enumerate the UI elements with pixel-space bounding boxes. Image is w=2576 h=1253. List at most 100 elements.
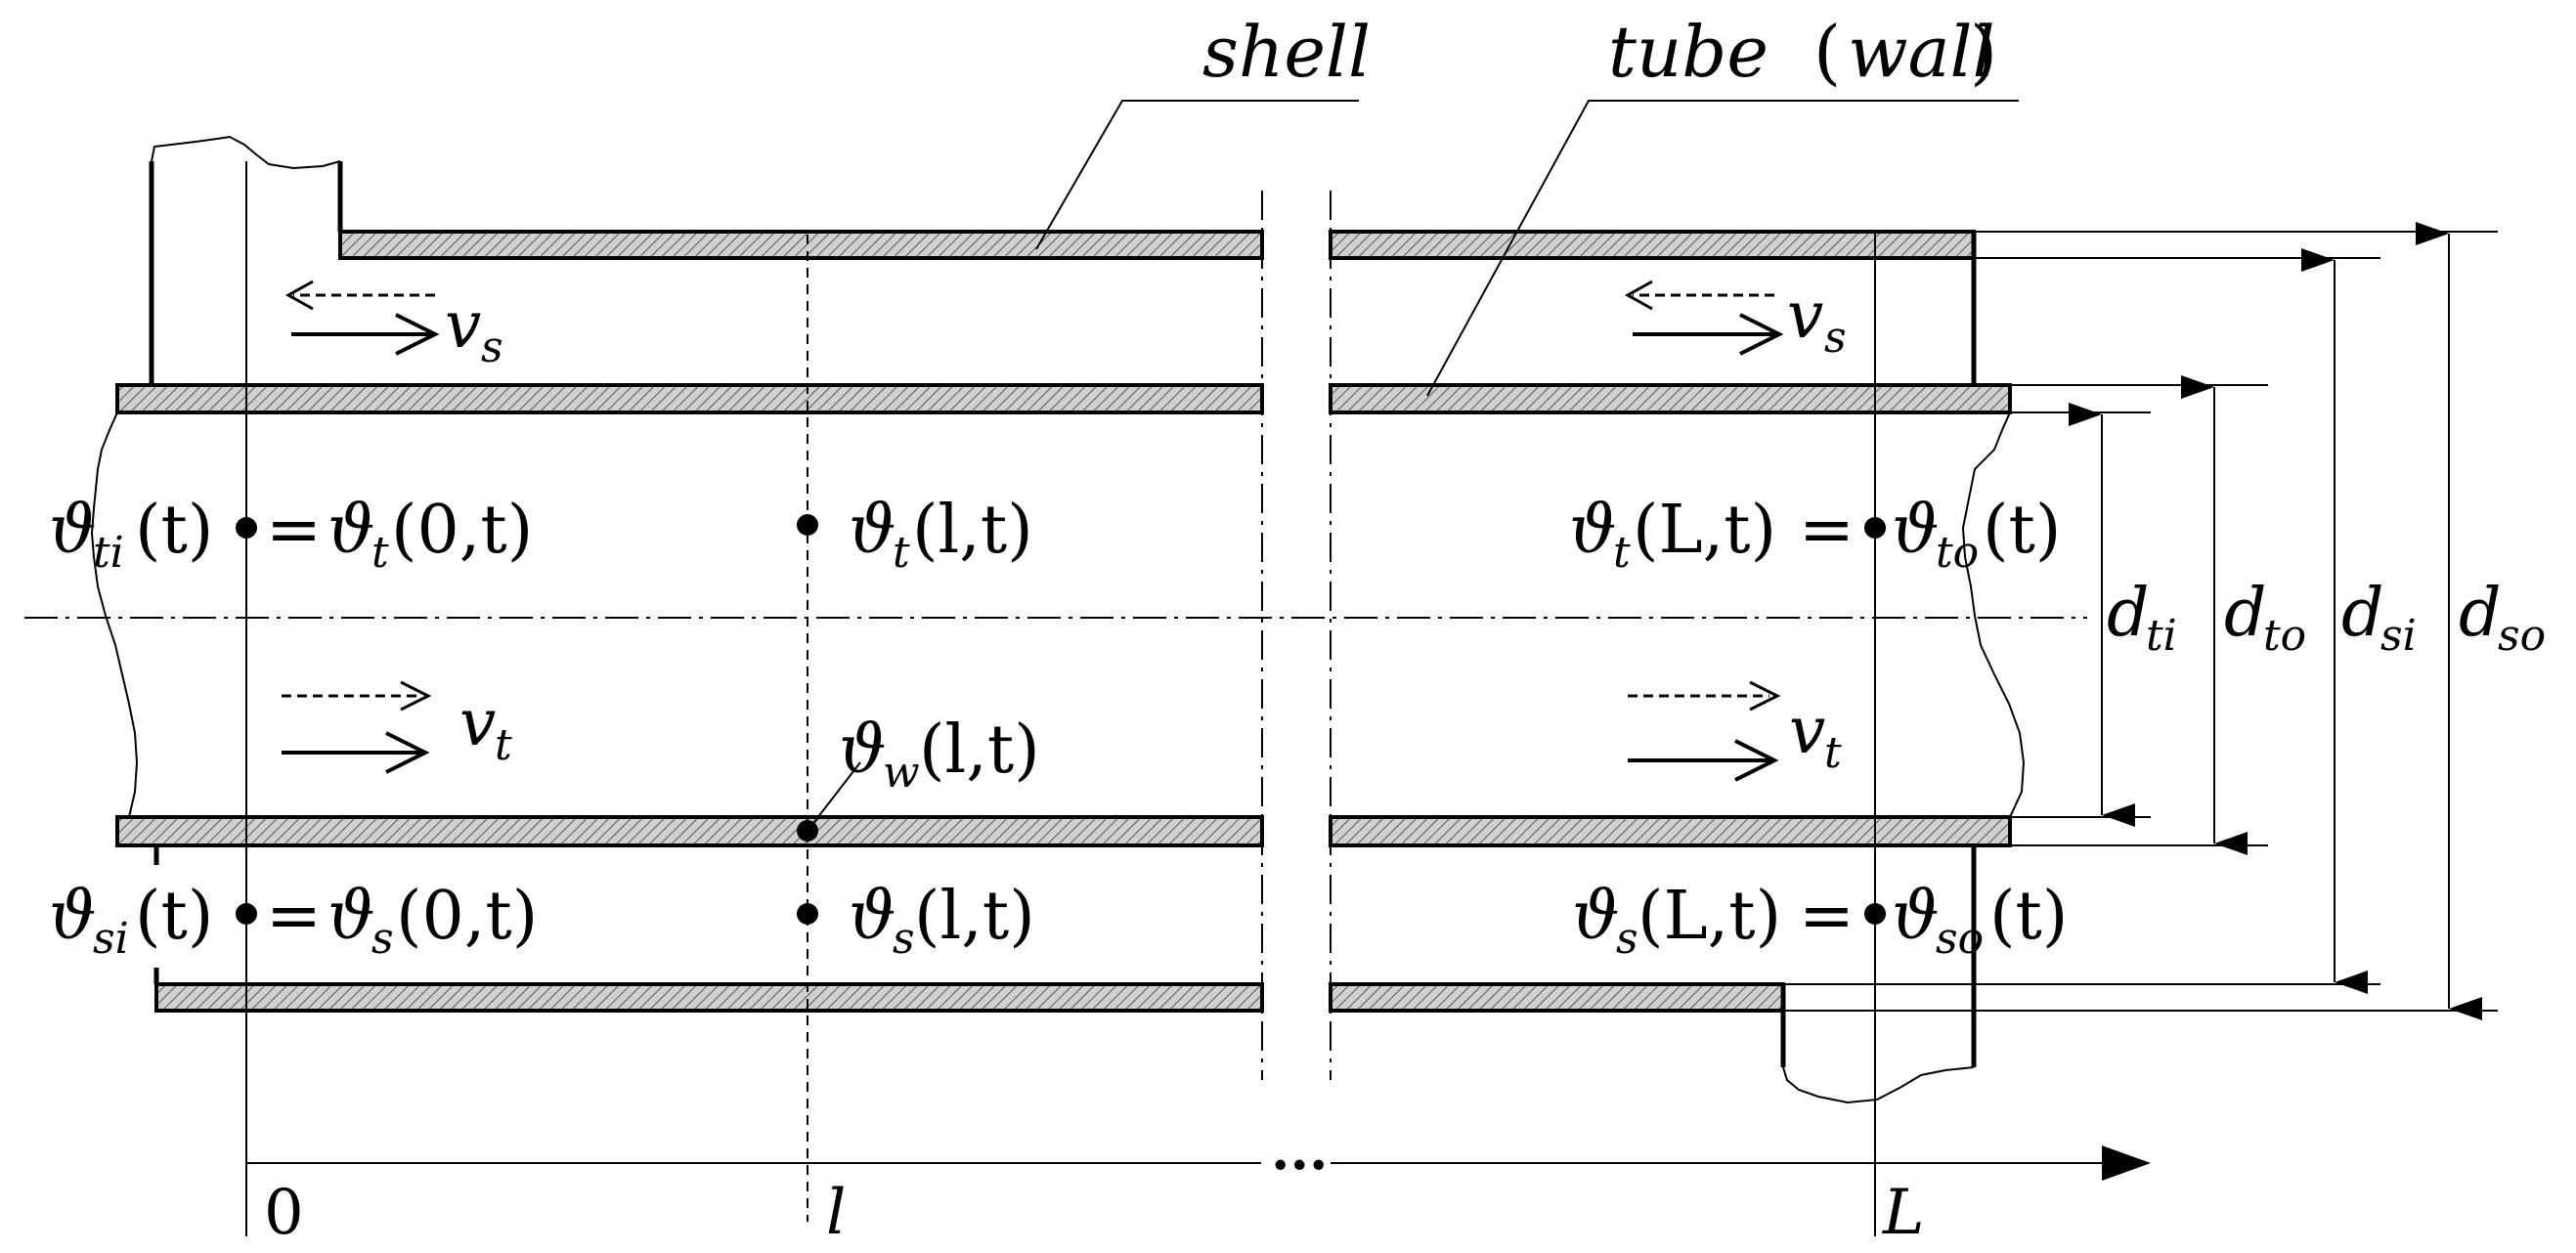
velocity-label-vs-left: v s <box>445 287 503 372</box>
svg-text:ϑ: ϑ <box>1892 878 1940 955</box>
svg-text:ϑ: ϑ <box>49 492 97 569</box>
svg-text:ϑ: ϑ <box>839 712 887 789</box>
eq-to: = <box>1799 492 1855 569</box>
tube-break-right <box>1961 411 2026 818</box>
svg-text:s: s <box>481 323 503 372</box>
svg-text:to: to <box>1936 528 1979 578</box>
svg-text:ϑ: ϑ <box>327 878 375 955</box>
shell-top-wall <box>338 230 1976 260</box>
svg-text:wall: wall <box>1848 11 1995 93</box>
svg-text:(0,t): (0,t) <box>396 878 538 955</box>
svg-text:to: to <box>2263 611 2306 661</box>
svg-text:v: v <box>1787 278 1823 353</box>
svg-text:ϑ: ϑ <box>849 492 896 569</box>
eq-si: = <box>266 878 322 955</box>
svg-text:(0,t): (0,t) <box>391 492 533 569</box>
svg-text:ti: ti <box>2146 611 2177 661</box>
svg-text:(t): (t) <box>1983 492 2061 569</box>
label-theta-so: ϑ so (t) <box>1892 878 2068 964</box>
tube-wall-label: tube ( wall ) <box>1608 11 1997 93</box>
svg-text:(t): (t) <box>1989 878 2068 955</box>
svg-text:si: si <box>2380 611 2417 661</box>
eq-so: = <box>1799 878 1855 955</box>
shell-outlet-nozzle <box>1780 232 1977 1104</box>
tube-break-left <box>90 411 139 818</box>
velocity-label-vt-right: v t <box>1789 693 1842 778</box>
tube-flow-arrows-right <box>1628 680 1781 782</box>
svg-text:w: w <box>883 748 920 798</box>
svg-text:ϑ: ϑ <box>49 878 97 955</box>
shell-bottom-wall <box>154 982 1785 1013</box>
velocity-label-vt-left: v t <box>459 685 512 770</box>
svg-text:(t): (t) <box>135 878 213 955</box>
svg-text:(L,t): (L,t) <box>1637 878 1781 955</box>
label-theta-s-l: ϑ s (l,t) <box>849 878 1035 964</box>
label-theta-t-0: ϑ t (0,t) <box>327 492 533 578</box>
tube-top-wall <box>115 383 2012 414</box>
svg-text:ti: ti <box>93 528 124 578</box>
measurement-points <box>236 514 1886 925</box>
tube-bottom-wall <box>115 815 2012 847</box>
callout-leaders <box>807 100 2019 832</box>
shell-inlet-nozzle <box>149 135 343 385</box>
dimension-d-ti: d ti <box>2069 403 2177 827</box>
axis-label-0: 0 <box>264 1177 304 1249</box>
section-break-lines <box>1261 191 1332 1080</box>
svg-text:v: v <box>1789 693 1825 768</box>
shell-end-stubs <box>153 845 1977 984</box>
velocity-label-vs-right: v s <box>1787 278 1847 363</box>
label-theta-si: ϑ si (t) <box>49 878 213 964</box>
svg-text:s: s <box>371 914 394 964</box>
svg-text:t: t <box>893 528 910 578</box>
label-theta-t-l: ϑ t (l,t) <box>849 492 1033 578</box>
x-axis <box>246 1145 2151 1181</box>
svg-text:d: d <box>2107 575 2150 652</box>
svg-text:ϑ: ϑ <box>1569 492 1617 569</box>
svg-text:(t): (t) <box>135 492 213 569</box>
svg-text:(l,t): (l,t) <box>919 712 1040 789</box>
dimension-d-si: d si <box>2301 248 2417 994</box>
svg-text:so: so <box>1936 914 1984 964</box>
svg-text:ϑ: ϑ <box>327 492 375 569</box>
svg-text:ϑ: ϑ <box>1892 492 1940 569</box>
label-theta-s-0: ϑ s (0,t) <box>327 878 538 964</box>
svg-text:t: t <box>1824 728 1842 778</box>
svg-text:s: s <box>893 914 915 964</box>
svg-text:(l,t): (l,t) <box>914 878 1035 955</box>
svg-text:s: s <box>1616 914 1638 964</box>
svg-text:d: d <box>2341 575 2384 652</box>
svg-text:(L,t): (L,t) <box>1633 492 1776 569</box>
svg-text:(: ( <box>1813 11 1841 93</box>
svg-text:ϑ: ϑ <box>849 878 896 955</box>
dimension-d-so: d so <box>2416 222 2546 1020</box>
shell-flow-arrows-left <box>284 280 440 356</box>
svg-text:si: si <box>93 914 129 964</box>
label-theta-s-L: ϑ s (L,t) <box>1572 878 1781 964</box>
label-theta-to: ϑ to (t) <box>1892 492 2061 578</box>
svg-text:d: d <box>2224 575 2267 652</box>
dimension-d-to: d to <box>2181 375 2306 855</box>
svg-text:t: t <box>371 528 389 578</box>
shell-flow-arrows-right <box>1624 280 1784 356</box>
svg-text:): ) <box>1970 11 1997 93</box>
svg-text:so: so <box>2498 611 2546 661</box>
eq-ti: = <box>266 492 322 569</box>
svg-text:v: v <box>445 287 481 363</box>
tube-flow-arrows-left <box>282 680 432 774</box>
svg-text:tube: tube <box>1608 11 1768 93</box>
svg-text:t: t <box>1613 528 1631 578</box>
svg-text:(l,t): (l,t) <box>912 492 1033 569</box>
axis-ellipsis: ... <box>1271 1118 1329 1183</box>
label-theta-ti: ϑ ti (t) <box>49 492 213 578</box>
axis-label-L: L <box>1882 1177 1925 1249</box>
svg-text:ϑ: ϑ <box>1572 878 1620 955</box>
svg-text:v: v <box>459 685 496 760</box>
shell-label: shell <box>1202 11 1371 93</box>
svg-text:t: t <box>495 720 512 770</box>
label-theta-w-l: ϑ w (l,t) <box>839 712 1040 798</box>
svg-text:d: d <box>2459 575 2502 652</box>
label-theta-t-L: ϑ t (L,t) <box>1569 492 1776 578</box>
axis-label-l: l <box>826 1177 846 1249</box>
svg-text:s: s <box>1824 313 1847 363</box>
